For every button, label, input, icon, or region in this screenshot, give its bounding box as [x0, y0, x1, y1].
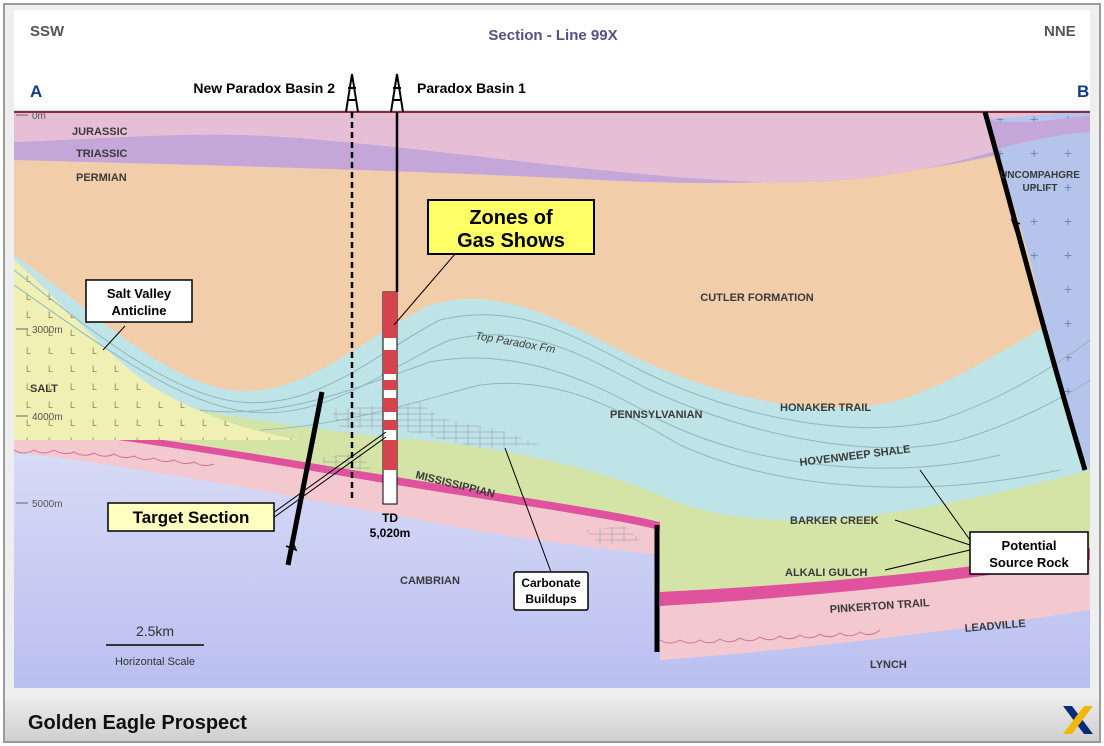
derrick-icon [345, 73, 359, 113]
x-logo-icon [1063, 706, 1093, 734]
td-depth: 5,020m [370, 526, 411, 540]
point-a: A [30, 82, 42, 101]
salt-valley-callout-box [85, 279, 193, 323]
direction-ssw: SSW [30, 23, 65, 40]
label-permian: PERMIAN [76, 172, 127, 184]
permian-cutler-layer [14, 130, 1090, 408]
uplift-pattern [985, 112, 1090, 470]
jurassic-layer [14, 112, 1090, 183]
salt-valley-line2: Anticline [112, 303, 167, 318]
scale-caption: Horizontal Scale [115, 656, 195, 668]
source-rock-callout-box [969, 531, 1089, 575]
depth-tick-3000m: 3000m [32, 325, 63, 336]
td-label: TD [382, 511, 398, 525]
alkali-gulch-layer [14, 380, 1090, 600]
well-label-pb1: Paradox Basin 1 [417, 80, 526, 96]
label-cambrian: CAMBRIAN [400, 575, 460, 587]
source-rock-line1: Potential [1002, 538, 1057, 553]
source-rock-line2: Source Rock [989, 555, 1069, 570]
label-leadville: LEADVILLE [964, 618, 1026, 635]
leadville-layer [660, 555, 1090, 660]
scale-value: 2.5km [136, 623, 174, 639]
fault-left [285, 391, 325, 566]
gas-shows-line2: Gas Shows [457, 230, 565, 252]
section-title: Section - Line 99X [488, 27, 617, 44]
mississippian-lower-band [14, 428, 660, 555]
depth-tick-4000m: 4000m [32, 412, 63, 423]
label-cutler: CUTLER FORMATION [700, 292, 814, 304]
label-jurassic: JURASSIC [72, 126, 128, 138]
depth-scale: 0m 3000m 4000m 5000m [16, 111, 63, 510]
label-salt: SALT [30, 383, 58, 395]
gas-shows-callout-box [427, 199, 595, 255]
well-label-npb2: New Paradox Basin 2 [193, 80, 335, 96]
label-alkali: ALKALI GULCH [785, 567, 868, 579]
target-section-callout-box [107, 502, 275, 532]
label-uplift: UPLIFT [1023, 183, 1058, 194]
header-area [14, 10, 1090, 110]
salt-valley-line1: Salt Valley [107, 286, 172, 301]
direction-nne: NNE [1044, 23, 1076, 40]
label-pennsylvanian: PENNSYLVANIAN [610, 409, 703, 421]
fault-arrow-up [1010, 218, 1021, 233]
fault-arrow-down [285, 539, 298, 552]
label-uncompahgre: UNCOMPAHGRE [1000, 170, 1080, 181]
callout-leaders [102, 253, 971, 573]
footer-bar [5, 698, 1099, 741]
fault-right [982, 111, 1088, 471]
carbonate-callout-box [513, 571, 589, 611]
triassic-layer [14, 120, 1090, 183]
carbonate-line2: Buildups [525, 592, 577, 606]
uplift-cap [990, 116, 1090, 150]
footer-title: Golden Eagle Prospect [28, 712, 247, 734]
label-triassic: TRIASSIC [76, 148, 127, 160]
derrick-icon [390, 73, 404, 113]
carbonate-line1: Carbonate [521, 576, 581, 590]
pink-marker-band-right [660, 548, 1090, 606]
label-barker: BARKER CREEK [790, 515, 879, 527]
depth-tick-5000m: 5000m [32, 499, 63, 510]
target-section-label: Target Section [133, 508, 250, 527]
carbonate-buildup-3 [585, 526, 640, 545]
carbonate-buildup-2 [320, 452, 372, 472]
depth-tick-0m: 0m [32, 111, 46, 122]
label-lynch: LYNCH [870, 659, 907, 671]
label-honaker: HONAKER TRAIL [780, 402, 871, 414]
gas-shows-line1: Zones of [469, 207, 553, 229]
salt-pattern [14, 260, 300, 440]
gas-show-column [382, 291, 398, 505]
unconformity-lines [14, 449, 881, 644]
point-b: B [1077, 82, 1089, 101]
geologic-section [14, 110, 1090, 688]
